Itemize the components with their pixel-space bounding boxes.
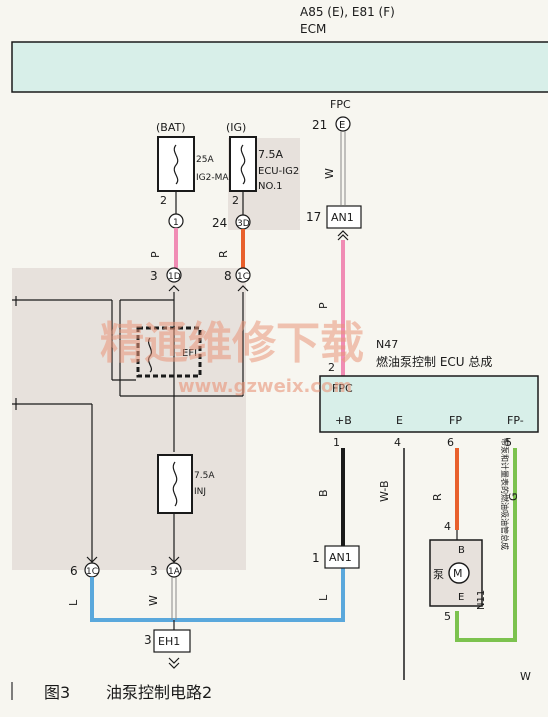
wire-color-g: G bbox=[507, 492, 520, 501]
pump-motor-icon bbox=[448, 562, 470, 584]
connector-1c-top-pin: 8 bbox=[224, 269, 232, 283]
bat-fuse-rating: 25A bbox=[196, 155, 214, 165]
bat-fuse-pin: 2 bbox=[160, 194, 167, 207]
ecm-pin-connector: E bbox=[339, 120, 345, 131]
ig-fuse-name: ECU-IG2 bbox=[258, 166, 299, 177]
relay-area-shading bbox=[12, 268, 246, 570]
wire-color-b: B bbox=[317, 489, 330, 497]
wire-color-r-fp: R bbox=[431, 493, 444, 501]
efi-relay-label: EFI bbox=[182, 348, 197, 359]
wire-color-p-left: P bbox=[149, 251, 162, 258]
connector-1a-pin: 3 bbox=[150, 564, 158, 578]
ecu-name: 燃油泵控制 ECU 总成 bbox=[376, 354, 492, 369]
an1-top-connector bbox=[326, 205, 362, 229]
ecm-connector-codes: A85 (E), E81 (F) bbox=[300, 5, 395, 19]
wire-color-p-right: P bbox=[317, 302, 330, 309]
ecu-terminal-pin: 6 bbox=[447, 436, 454, 449]
connector-3d-pin: 24 bbox=[212, 216, 227, 230]
bat-fuse-icon bbox=[173, 144, 179, 185]
ig-fuse-name2: NO.1 bbox=[258, 181, 283, 192]
connector-1d bbox=[166, 267, 182, 283]
ecu-code: N47 bbox=[376, 338, 398, 351]
efi-relay bbox=[136, 326, 202, 378]
an1-top-arrow bbox=[337, 230, 349, 241]
wire-color-r-top: R bbox=[217, 250, 230, 258]
connector-1a-id: 1A bbox=[168, 567, 181, 577]
wire-blue-loop bbox=[90, 568, 345, 622]
pump-pin-bottom: 5 bbox=[444, 610, 451, 623]
wire-color-wb: W-B bbox=[378, 480, 391, 502]
connector-1c-left-pin: 6 bbox=[70, 564, 78, 578]
pump-label: 泵 bbox=[433, 568, 444, 581]
eh1-arrow bbox=[168, 657, 180, 669]
ecu-terminal-pin: 4 bbox=[394, 436, 401, 449]
figure-title: 油泵控制电路2 bbox=[106, 683, 212, 702]
inj-fuse-rating: 7.5A bbox=[194, 471, 215, 481]
wire-color-l-left: L bbox=[67, 599, 80, 606]
inj-fuse-name: INJ bbox=[194, 487, 206, 497]
ecu-terminal-name: +B bbox=[335, 414, 352, 427]
ig-fuse-box bbox=[229, 136, 257, 192]
ecu-input-pin: 2 bbox=[328, 361, 335, 374]
wire-color-w-bottom: W bbox=[520, 670, 531, 683]
ig-fuse-rating: 7.5A bbox=[258, 148, 283, 161]
an1-bottom-id: AN1 bbox=[329, 551, 352, 564]
wire-green-fpminus bbox=[455, 448, 517, 642]
ig-source-label: (IG) bbox=[226, 121, 246, 134]
ecu-terminal-pin: 5 bbox=[505, 436, 512, 449]
an1-top-id: AN1 bbox=[331, 211, 354, 224]
ecu-terminal-name: FP- bbox=[507, 414, 524, 427]
connector-1a-arrow bbox=[168, 556, 180, 563]
ecu-terminal-group: +B 1 E 4 FP 6 FP- 5 bbox=[333, 414, 524, 449]
wire-color-l-right: L bbox=[317, 594, 330, 601]
pump-pin-top: 4 bbox=[444, 520, 451, 533]
figure-number: 图3 bbox=[44, 683, 70, 702]
eh1-id: EH1 bbox=[158, 635, 180, 648]
fuel-pump-ecu-block bbox=[319, 375, 539, 433]
ecu-terminal-name: FP bbox=[449, 414, 462, 427]
pump-terminal-b: B bbox=[458, 545, 465, 556]
pump-code: N11 bbox=[476, 590, 487, 610]
wire-color-w-left: W bbox=[147, 595, 160, 606]
connector-1c-left-arrow bbox=[86, 556, 98, 563]
an1-bottom-connector bbox=[324, 545, 360, 569]
ig-fuse-pin: 2 bbox=[232, 194, 239, 207]
efi-relay-coil-icon bbox=[147, 337, 153, 373]
connector-3d-id: 3D bbox=[237, 219, 250, 229]
wire-color-w-top: W bbox=[323, 168, 336, 179]
watermark-text: 精通维修下载 bbox=[100, 318, 364, 369]
bat-fuse-box bbox=[157, 136, 195, 192]
connector-1d-pin: 3 bbox=[150, 269, 158, 283]
ig-fuse-icon bbox=[240, 144, 246, 185]
pump-motor-label: M bbox=[453, 567, 463, 580]
ecm-pin-circle bbox=[335, 116, 351, 132]
ecu-fpc-label: FPC bbox=[332, 382, 353, 395]
ecm-title: ECM bbox=[300, 22, 326, 36]
ecu-terminal-name: E bbox=[396, 414, 403, 427]
eh1-connector bbox=[153, 629, 191, 653]
connector-1c-left-id: 1C bbox=[86, 567, 98, 577]
an1-bottom-pin: 1 bbox=[312, 551, 320, 565]
ecu-terminal-pin: 1 bbox=[333, 436, 340, 449]
ecm-block bbox=[11, 41, 548, 93]
connector-1c-top bbox=[235, 267, 251, 283]
an1-top-pin: 17 bbox=[306, 210, 321, 224]
connector-1-id: 1 bbox=[173, 218, 179, 228]
inj-fuse-icon bbox=[172, 461, 178, 507]
watermark-url: www.gzweix.com bbox=[178, 376, 352, 397]
pump-description: 带泵和计量表的燃油吸油管总成 bbox=[500, 438, 510, 550]
connector-1d-arrow bbox=[168, 285, 180, 292]
eh1-pin: 3 bbox=[144, 633, 152, 647]
fuel-pump-block bbox=[429, 539, 483, 607]
connector-1c-top-id: 1C bbox=[237, 272, 249, 282]
ecm-fpc-label: FPC bbox=[330, 98, 351, 111]
connector-1c-top-arrow bbox=[237, 285, 249, 292]
connector-1a bbox=[166, 562, 182, 578]
bat-fuse-name: IG2-MAIN bbox=[196, 173, 238, 183]
connector-1d-id: 1D bbox=[168, 272, 181, 282]
ecm-pin-number: 21 bbox=[312, 118, 327, 132]
pump-terminal-e: E bbox=[458, 592, 464, 603]
bat-source-label: (BAT) bbox=[156, 121, 186, 134]
